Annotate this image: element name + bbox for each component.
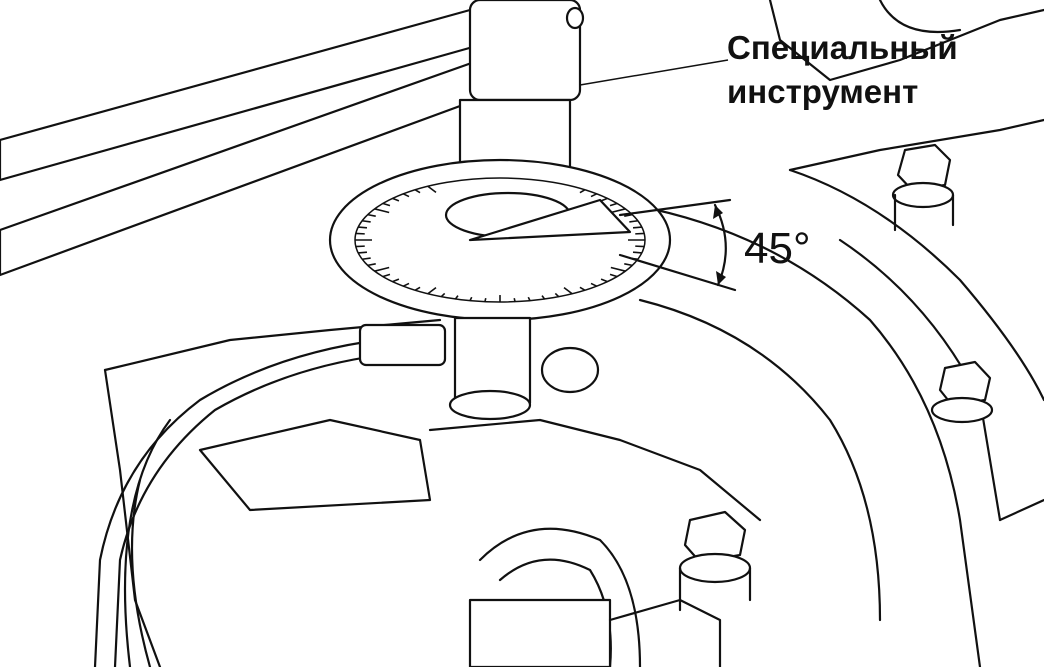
angle-callout: 45°	[744, 224, 811, 273]
dial-tick	[590, 192, 598, 198]
dial-tick	[600, 278, 609, 283]
bolt	[930, 360, 994, 424]
dial-tick	[527, 296, 531, 302]
bolt	[891, 143, 955, 232]
dial-tick	[454, 295, 459, 300]
dial-tick	[391, 278, 400, 283]
dial-tick	[358, 251, 368, 254]
dial-tick	[374, 208, 390, 214]
angle-dial	[328, 158, 672, 322]
callout-line-1: Специальный	[727, 29, 958, 66]
dial-tick	[402, 282, 410, 288]
dial-tick	[382, 273, 391, 278]
dial-tick	[367, 263, 376, 267]
bolt	[678, 510, 752, 612]
engine-block	[103, 0, 1044, 667]
special-tool-callout: Специальный инструмент	[727, 26, 958, 114]
dial-tick	[624, 213, 633, 217]
dial-tick	[554, 292, 560, 298]
dial-tick	[382, 202, 391, 207]
dial-tick	[469, 296, 473, 302]
dial-tick	[361, 219, 371, 223]
angle-indicator	[618, 198, 737, 292]
dial-tick	[358, 226, 368, 229]
dial-tick	[579, 188, 586, 194]
dial-tick	[629, 219, 639, 223]
dial-tick	[610, 208, 626, 214]
tool-base	[448, 389, 532, 421]
dial-tick	[600, 197, 609, 202]
dial-tick	[590, 282, 598, 288]
dial-tick	[632, 226, 642, 229]
callout-leader-line	[579, 59, 729, 86]
pivot-hole	[565, 6, 585, 30]
dial-tick	[563, 287, 573, 295]
dial-tick	[367, 213, 376, 217]
thumb-screw	[540, 346, 600, 394]
dial-tick	[440, 292, 446, 298]
dial-tick	[374, 266, 390, 272]
dial-tick	[632, 251, 642, 254]
wrench-head	[468, 0, 582, 102]
dial-tick	[361, 257, 371, 261]
hose	[93, 333, 442, 667]
dial-pointer	[468, 198, 632, 242]
dial-tick	[414, 188, 421, 194]
tool-body	[453, 316, 532, 405]
dial-tick	[541, 295, 546, 300]
dial-tick	[513, 297, 516, 303]
dial-tick	[427, 185, 437, 193]
callout-line-2: инструмент	[727, 73, 919, 110]
dial-tick	[402, 192, 410, 198]
dial-tick	[484, 297, 487, 303]
dial-tick	[579, 286, 586, 292]
dial-tick	[427, 287, 437, 295]
hose-fitting	[358, 323, 447, 367]
dial-tick	[391, 197, 400, 202]
dial-tick	[624, 263, 633, 267]
dial-tick	[609, 273, 618, 278]
dial-tick	[609, 202, 618, 207]
dial-tick	[414, 286, 421, 292]
dial-tick	[610, 266, 626, 272]
dial-ticks	[355, 185, 645, 303]
